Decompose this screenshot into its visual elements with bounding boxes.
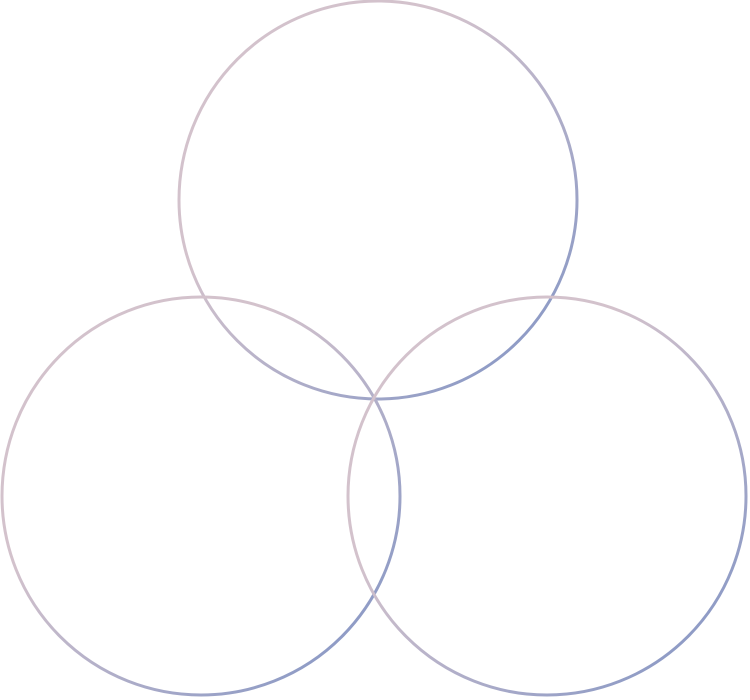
- venn-circle-top: [177, 0, 579, 401]
- venn-circle-bottom-right: [346, 295, 748, 697]
- venn-circle-bottom-left: [0, 295, 402, 697]
